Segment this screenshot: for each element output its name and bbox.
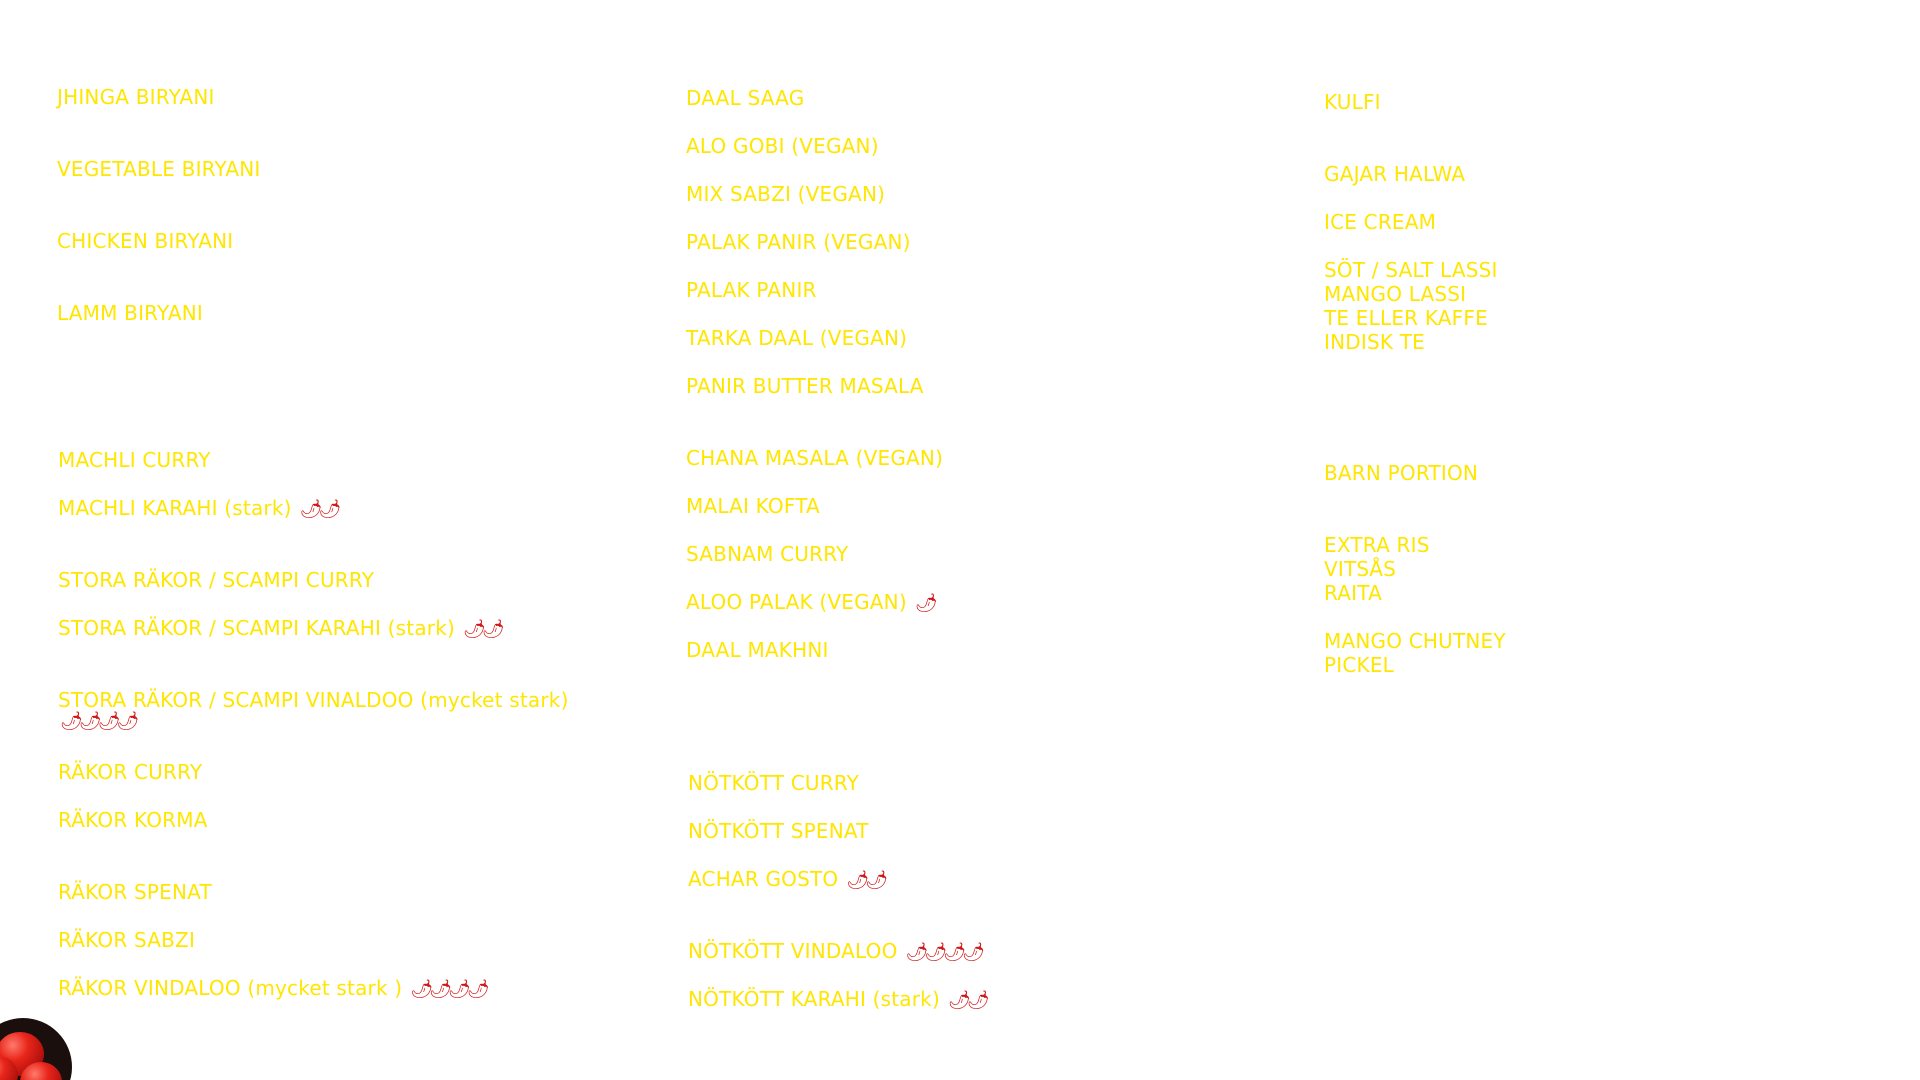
menu-item-label: KULFI bbox=[1324, 90, 1381, 114]
menu-item-achar-gosto[interactable]: ACHAR GOSTO 🌶🌶 bbox=[688, 867, 888, 893]
menu-item-scampi-karahi[interactable]: STORA RÄKOR / SCAMPI KARAHI (stark) 🌶🌶 bbox=[58, 616, 505, 642]
menu-item-notkott-curry[interactable]: NÖTKÖTT CURRY bbox=[688, 771, 859, 795]
tomato-shape bbox=[0, 1056, 18, 1080]
menu-item-label: ALO GOBI (VEGAN) bbox=[686, 134, 879, 158]
menu-item-label: RÄKOR CURRY bbox=[58, 760, 203, 784]
tomato-bowl-image bbox=[0, 1018, 72, 1080]
menu-item-daal-saag[interactable]: DAAL SAAG bbox=[686, 86, 804, 110]
menu-item-rakor-vindaloo[interactable]: RÄKOR VINDALOO (mycket stark ) 🌶🌶🌶🌶 bbox=[58, 976, 490, 1002]
menu-item-notkott-vindaloo[interactable]: NÖTKÖTT VINDALOO 🌶🌶🌶🌶 bbox=[688, 939, 985, 965]
menu-item-scampi-vinaldoo[interactable]: STORA RÄKOR / SCAMPI VINALDOO (mycket st… bbox=[58, 688, 569, 732]
chili-pepper-icon: 🌶 bbox=[914, 592, 938, 614]
menu-item-label: INDISK TE bbox=[1324, 330, 1425, 354]
menu-item-mix-sabzi[interactable]: MIX SABZI (VEGAN) bbox=[686, 182, 885, 206]
menu-item-label: NÖTKÖTT SPENAT bbox=[688, 819, 869, 843]
menu-item-label: MACHLI CURRY bbox=[58, 448, 211, 472]
menu-item-mango-chutney[interactable]: MANGO CHUTNEY bbox=[1324, 629, 1506, 653]
menu-item-sot-salt-lassi[interactable]: SÖT / SALT LASSI bbox=[1324, 258, 1498, 282]
menu-item-label: MALAI KOFTA bbox=[686, 494, 820, 518]
menu-item-rakor-korma[interactable]: RÄKOR KORMA bbox=[58, 808, 208, 832]
menu-item-chana-masala[interactable]: CHANA MASALA (VEGAN) bbox=[686, 446, 943, 470]
menu-item-indisk-te[interactable]: INDISK TE bbox=[1324, 330, 1425, 354]
menu-item-mango-lassi[interactable]: MANGO LASSI bbox=[1324, 282, 1466, 306]
menu-item-label: ACHAR GOSTO bbox=[688, 867, 839, 891]
menu-item-label: TE ELLER KAFFE bbox=[1324, 306, 1488, 330]
menu-item-label: JHINGA BIRYANI bbox=[57, 85, 215, 109]
menu-item-ice-cream[interactable]: ICE CREAM bbox=[1324, 210, 1436, 234]
menu-item-label: CHICKEN BIRYANI bbox=[57, 229, 234, 253]
menu-item-machli-curry[interactable]: MACHLI CURRY bbox=[58, 448, 211, 472]
chili-pepper-icon: 🌶🌶 bbox=[947, 989, 990, 1011]
menu-item-label: DAAL MAKHNI bbox=[686, 638, 829, 662]
menu-item-label: DAAL SAAG bbox=[686, 86, 805, 110]
menu-item-rakor-sabzi[interactable]: RÄKOR SABZI bbox=[58, 928, 195, 952]
chili-pepper-icon: 🌶🌶🌶🌶 bbox=[905, 941, 985, 963]
menu-item-label: PALAK PANIR (VEGAN) bbox=[686, 230, 911, 254]
menu-item-pickel[interactable]: PICKEL bbox=[1324, 653, 1394, 677]
menu-item-label: ICE CREAM bbox=[1324, 210, 1437, 234]
menu-item-label: NÖTKÖTT VINDALOO bbox=[688, 939, 898, 963]
menu-item-label: MACHLI KARAHI (stark) bbox=[58, 496, 292, 520]
menu-item-label: RAITA bbox=[1324, 581, 1383, 605]
menu-item-chicken-biryani[interactable]: CHICKEN BIRYANI bbox=[57, 229, 233, 253]
menu-item-label: TARKA DAAL (VEGAN) bbox=[686, 326, 908, 350]
menu-item-label: RÄKOR VINDALOO (mycket stark ) bbox=[58, 976, 403, 1000]
menu-item-label: NÖTKÖTT KARAHI (stark) bbox=[688, 987, 940, 1011]
menu-item-extra-ris[interactable]: EXTRA RIS bbox=[1324, 533, 1430, 557]
menu-item-palak-panir[interactable]: PALAK PANIR bbox=[686, 278, 817, 302]
menu-item-label: EXTRA RIS bbox=[1324, 533, 1430, 557]
menu-item-vitsas[interactable]: VITSÅS bbox=[1324, 557, 1396, 581]
menu-item-sabnam-curry[interactable]: SABNAM CURRY bbox=[686, 542, 848, 566]
menu-item-scampi-curry[interactable]: STORA RÄKOR / SCAMPI CURRY bbox=[58, 568, 374, 592]
tomato-shape bbox=[20, 1062, 62, 1080]
menu-item-raita[interactable]: RAITA bbox=[1324, 581, 1382, 605]
menu-item-rakor-spenat[interactable]: RÄKOR SPENAT bbox=[58, 880, 212, 904]
menu-item-jhinga-biryani[interactable]: JHINGA BIRYANI bbox=[57, 85, 215, 109]
chili-pepper-icon: 🌶🌶 bbox=[463, 618, 505, 640]
menu-item-label: PALAK PANIR bbox=[686, 278, 817, 302]
menu-item-label: RÄKOR SPENAT bbox=[58, 880, 212, 904]
chili-pepper-icon: 🌶🌶 bbox=[299, 498, 342, 520]
menu-item-label: SÖT / SALT LASSI bbox=[1324, 258, 1498, 282]
menu-item-daal-makhni[interactable]: DAAL MAKHNI bbox=[686, 638, 829, 662]
menu-item-tarka-daal[interactable]: TARKA DAAL (VEGAN) bbox=[686, 326, 907, 350]
menu-item-label: STORA RÄKOR / SCAMPI KARAHI (stark) bbox=[58, 616, 456, 640]
menu-item-label: RÄKOR SABZI bbox=[58, 928, 196, 952]
chili-pepper-icon: 🌶🌶🌶🌶 bbox=[410, 978, 489, 1000]
menu-item-label: LAMM BIRYANI bbox=[57, 301, 203, 325]
menu-item-gajar-halwa[interactable]: GAJAR HALWA bbox=[1324, 162, 1465, 186]
menu-item-notkott-spenat[interactable]: NÖTKÖTT SPENAT bbox=[688, 819, 869, 843]
menu-item-notkott-karahi[interactable]: NÖTKÖTT KARAHI (stark) 🌶🌶 bbox=[688, 987, 990, 1013]
menu-item-label: MANGO LASSI bbox=[1324, 282, 1467, 306]
menu-item-label: PANIR BUTTER MASALA bbox=[686, 374, 924, 398]
menu-item-barn-portion[interactable]: BARN PORTION bbox=[1324, 461, 1478, 485]
menu-item-aloo-palak[interactable]: ALOO PALAK (VEGAN) 🌶 bbox=[686, 590, 938, 616]
menu-item-label: MIX SABZI (VEGAN) bbox=[686, 182, 886, 206]
menu-item-vegetable-biryani[interactable]: VEGETABLE BIRYANI bbox=[57, 157, 261, 181]
chili-pepper-icon: 🌶🌶 bbox=[846, 869, 888, 891]
menu-item-label: GAJAR HALWA bbox=[1324, 162, 1466, 186]
menu-item-malai-kofta[interactable]: MALAI KOFTA bbox=[686, 494, 820, 518]
menu-item-label: BARN PORTION bbox=[1324, 461, 1479, 485]
menu-item-label: MANGO CHUTNEY bbox=[1324, 629, 1506, 653]
menu-item-label: VITSÅS bbox=[1324, 557, 1397, 581]
menu-item-label: VEGETABLE BIRYANI bbox=[57, 157, 261, 181]
menu-item-label: RÄKOR KORMA bbox=[58, 808, 208, 832]
menu-item-machli-karahi[interactable]: MACHLI KARAHI (stark) 🌶🌶 bbox=[58, 496, 342, 522]
menu-item-te-eller-kaffe[interactable]: TE ELLER KAFFE bbox=[1324, 306, 1488, 330]
chili-pepper-icon: 🌶🌶🌶🌶 bbox=[60, 711, 139, 732]
menu-item-alo-gobi[interactable]: ALO GOBI (VEGAN) bbox=[686, 134, 879, 158]
menu-item-lamm-biryani[interactable]: LAMM BIRYANI bbox=[57, 301, 203, 325]
menu-item-label: ALOO PALAK (VEGAN) bbox=[686, 590, 907, 614]
menu-item-kulfi[interactable]: KULFI bbox=[1324, 90, 1381, 114]
menu-item-label: STORA RÄKOR / SCAMPI VINALDOO (mycket st… bbox=[58, 688, 569, 712]
menu-item-label: PICKEL bbox=[1324, 653, 1395, 677]
menu-item-label: NÖTKÖTT CURRY bbox=[688, 771, 860, 795]
menu-item-label: SABNAM CURRY bbox=[686, 542, 849, 566]
menu-item-panir-butter-masala[interactable]: PANIR BUTTER MASALA bbox=[686, 374, 924, 398]
menu-item-palak-panir-vegan[interactable]: PALAK PANIR (VEGAN) bbox=[686, 230, 911, 254]
menu-item-rakor-curry[interactable]: RÄKOR CURRY bbox=[58, 760, 202, 784]
menu-item-label: STORA RÄKOR / SCAMPI CURRY bbox=[58, 568, 375, 592]
menu-item-label: CHANA MASALA (VEGAN) bbox=[686, 446, 944, 470]
